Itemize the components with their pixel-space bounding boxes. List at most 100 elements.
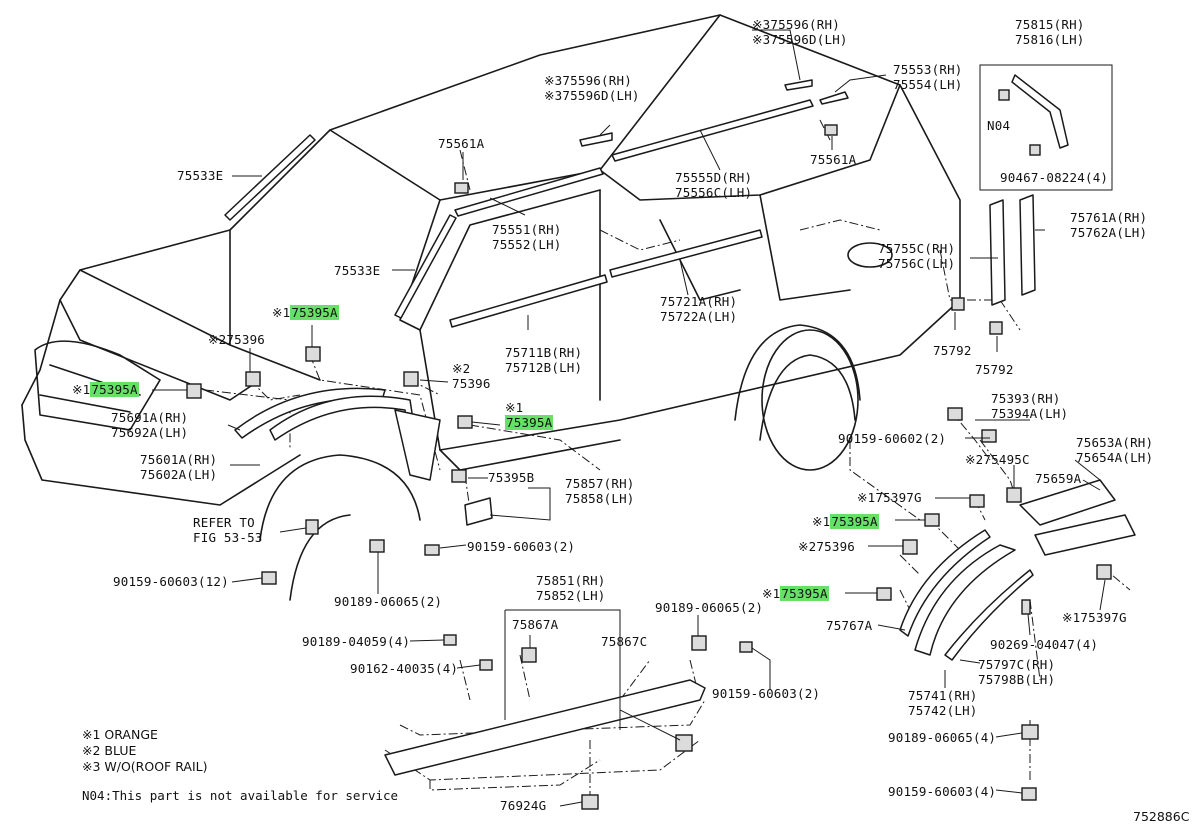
callout-c46: 75867C (601, 634, 647, 649)
callout-text: 75533E (177, 168, 224, 183)
callout-mark: ※3 (544, 88, 563, 103)
callout-c19: ※275396 (208, 332, 265, 347)
callout-text: 75395B (488, 470, 535, 485)
callout-mark: ※1 (72, 382, 91, 397)
callout-c32: 75659A (1035, 471, 1081, 486)
callout-text: N04 (987, 118, 1011, 133)
callout-text: 75552(LH) (492, 237, 562, 252)
windshield-molding-upper (224, 134, 316, 221)
callout-c24: 75691A(RH) 75692A(LH) (111, 410, 188, 440)
rear-fender-flare (914, 544, 1016, 656)
quarter-pillar-garnish-1 (989, 199, 1006, 306)
callout-c55: 76924G (500, 798, 546, 813)
callout-text: 75858(LH) (565, 491, 635, 506)
callout-text: 90159-60603(4) (888, 784, 997, 799)
roof-molding-front (454, 167, 604, 217)
callout-c20: 75711B(RH) 75712B(LH) (505, 345, 582, 375)
callout-text: 75851(RH) (536, 573, 606, 588)
callout-text: 75721A(RH) (660, 294, 738, 309)
vehicle-body-outline (21, 14, 961, 601)
callout-text: 90467-08224(4) (1000, 170, 1109, 185)
callout-c26: 90159-60602(2) (838, 431, 946, 446)
callout-text: 75711B(RH) (505, 345, 583, 360)
callout-text: 75792 (933, 343, 972, 358)
trim-parts (224, 64, 1136, 776)
callout-text: 75857(RH) (565, 476, 635, 491)
callout-c37: ※275396 (798, 539, 855, 554)
callout-text: 75867A (512, 617, 559, 632)
callout-c25: ※1 75395A (505, 400, 554, 430)
callout-mark: ※2 (208, 332, 227, 347)
callout-c51: 90159-60603(2) (712, 686, 820, 701)
callout-c3: ※375596(RH) ※375596D(LH) (544, 73, 640, 103)
callout-text: 75815(RH) (1015, 17, 1085, 32)
callout-text: 75561A (438, 136, 485, 151)
callout-c43: 75767A (826, 618, 872, 633)
callout-text: REFER TO (193, 515, 255, 530)
callout-text: 75596D(LH) (562, 88, 640, 103)
callout-text: 75556C(LH) (675, 185, 753, 200)
callout-text: 75601A(RH) (140, 452, 218, 467)
callout-c48: 90269-04047(4) (990, 637, 1098, 652)
callout-mark: ※1 (1062, 610, 1081, 625)
callout-c39: 75851(RH) 75852(LH) (536, 573, 606, 603)
callout-text: 76924G (500, 798, 547, 813)
callout-c4: 75553(RH) 75554(LH) (893, 62, 963, 92)
callout-c47: 90189-04059(4) (302, 634, 410, 649)
callout-c1: ※375596(RH) ※375596D(LH) (752, 17, 848, 47)
callout-c8: 75555D(RH) 75556C(LH) (675, 170, 752, 200)
callout-text: 90159-60603(2) (712, 686, 821, 701)
callout-text: 90189-06065(4) (888, 730, 997, 745)
roof-end-cap (819, 91, 849, 105)
note-orange: ※1 ORANGE (82, 727, 158, 742)
callout-text: 90269-04047(4) (990, 637, 1099, 652)
callout-c11: 90467-08224(4) (1000, 170, 1108, 185)
callout-c22: ※175395A (72, 382, 139, 397)
callout-text: 75797C(RH) (978, 657, 1056, 672)
callout-text: 75755C(RH) (878, 241, 956, 256)
callout-text: 90159-60603(12) (113, 574, 229, 589)
callout-text: 75397G (1080, 610, 1127, 625)
callout-c2: 75815(RH) 75816(LH) (1015, 17, 1085, 47)
callout-mark: ※1 (272, 305, 291, 320)
callout-text: 75692A(LH) (111, 425, 189, 440)
callout-c53: 90189-06065(4) (888, 730, 996, 745)
callout-text: 75596(RH) (770, 17, 840, 32)
callout-text: 75691A(RH) (111, 410, 189, 425)
callout-text: 75742(LH) (908, 703, 978, 718)
callout-text: 75396 (452, 376, 491, 391)
callout-text: 75816(LH) (1015, 32, 1085, 47)
callout-c10: N04 (987, 118, 1010, 133)
callout-text: 75792 (975, 362, 1014, 377)
callout-c28: ※275495C (965, 452, 1030, 467)
callout-text: 75596(RH) (562, 73, 632, 88)
rear-bumper-extension (1034, 514, 1136, 556)
callout-text: 90189-06065(2) (655, 600, 764, 615)
callout-mark: ※1 (812, 514, 831, 529)
callout-code-highlighted: 75395A (780, 586, 829, 601)
callout-text: 75533E (334, 263, 381, 278)
callout-text: 75659A (1035, 471, 1082, 486)
front-mudguard (394, 409, 441, 481)
callout-text: 90159-60603(2) (467, 539, 576, 554)
quarter-window-garnish (1011, 74, 1069, 149)
callout-text: 75712B(LH) (505, 360, 583, 375)
callout-text: 75756C(LH) (878, 256, 956, 271)
rear-fender-molding-lower (944, 569, 1034, 661)
callout-code-highlighted: 75395A (290, 305, 339, 320)
callout-mark: ※1 (762, 586, 781, 601)
callout-c30: 75395B (488, 470, 534, 485)
callout-text: 75761A(RH) (1070, 210, 1148, 225)
callout-text: 75396 (816, 539, 856, 554)
windshield-molding-side (394, 214, 457, 319)
rear-wheel-opening-molding (899, 529, 991, 637)
callout-c16: 75721A(RH) 75722A(LH) (660, 294, 737, 324)
callout-c45: 75867A (512, 617, 558, 632)
callout-text: 75654A(LH) (1076, 450, 1154, 465)
callout-c38: 90159-60603(12) (113, 574, 229, 589)
callout-c36: 90159-60603(2) (467, 539, 575, 554)
callout-mark: ※1 (857, 490, 876, 505)
callout-c34: REFER TO FIG 53-53 (193, 515, 263, 545)
callout-c13: 75755C(RH) 75756C(LH) (878, 241, 955, 271)
callout-c15: ※175395A (272, 305, 339, 320)
